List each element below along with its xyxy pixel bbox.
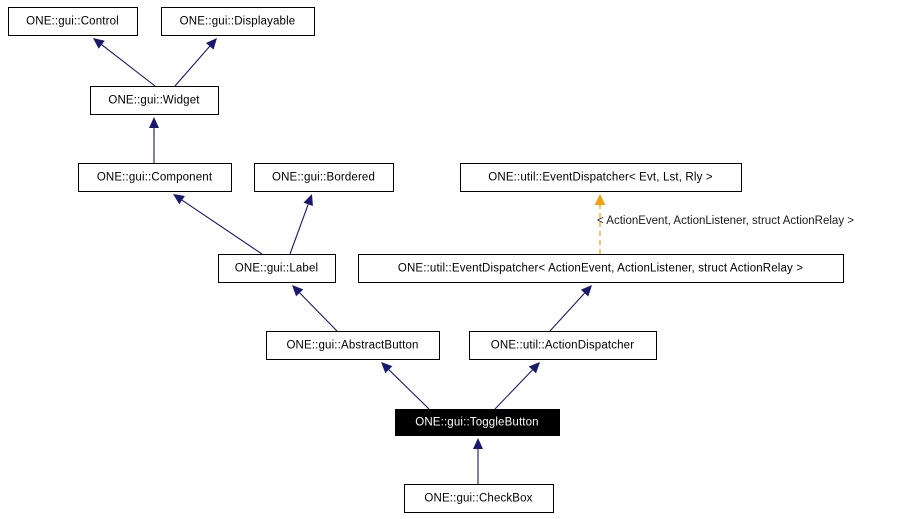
edges-layer (93, 38, 606, 484)
edge-togglebutton-to-abstract (381, 362, 430, 410)
class-node-actiondispatcher[interactable]: ONE::util::ActionDispatcher (469, 331, 657, 360)
class-node-component[interactable]: ONE::gui::Component (78, 163, 232, 192)
edge-abstractbutton-to-label (292, 285, 338, 332)
class-node-box (404, 484, 554, 513)
class-node-abstractbutton[interactable]: ONE::gui::AbstractButton (266, 331, 440, 360)
class-node-box (254, 163, 394, 192)
class-node-label: ONE::util::EventDispatcher< ActionEvent,… (398, 263, 803, 275)
edge-widget-to-displayable (174, 38, 217, 87)
class-node-box (161, 7, 315, 36)
edge-label-to-bordered (289, 194, 313, 255)
class-node-box (395, 409, 560, 436)
class-node-displayable[interactable]: ONE::gui::Displayable (161, 7, 315, 36)
annotations-layer: < ActionEvent, ActionListener, struct Ac… (597, 215, 854, 227)
edge-togglebutton-to-actiondisp (494, 362, 540, 410)
edge-label-to-component (173, 194, 263, 255)
nodes-layer: ONE::gui::Control ONE::gui::DisplayableON… (8, 7, 844, 513)
class-node-label: ONE::gui::CheckBox (424, 493, 532, 505)
class-node-label: ONE::gui::Component (97, 172, 213, 184)
class-node-eventdispatcher-generic[interactable]: ONE::util::EventDispatcher< Evt, Lst, Rl… (460, 163, 742, 192)
class-node-label[interactable]: ONE::gui::Label (218, 254, 336, 283)
edge-actiondispatcher-to-evdisp (549, 285, 592, 332)
class-node-label: ONE::gui::AbstractButton (286, 340, 418, 352)
class-node-label: ONE::gui::Control (26, 16, 119, 28)
class-node-label: ONE::gui::Widget (108, 95, 200, 107)
class-node-box (266, 331, 440, 360)
class-node-widget[interactable]: ONE::gui::Widget (90, 86, 219, 115)
class-node-box (469, 331, 657, 360)
class-node-box (218, 254, 336, 283)
class-node-label: ONE::util::EventDispatcher< Evt, Lst, Rl… (488, 172, 713, 184)
edge-checkbox-to-togglebutton (473, 438, 483, 484)
class-node-box (358, 254, 844, 283)
edge-evdisp-action-instantiates (594, 194, 606, 254)
class-node-box (78, 163, 232, 192)
template-args-annotation: < ActionEvent, ActionListener, struct Ac… (597, 215, 854, 227)
class-node-label: ONE::gui::Displayable (180, 16, 296, 28)
class-node-label: ONE::gui::ToggleButton (415, 417, 538, 429)
class-node-eventdispatcher-action[interactable]: ONE::util::EventDispatcher< ActionEvent,… (358, 254, 844, 283)
class-node-label: ONE::gui::Label (235, 263, 318, 275)
class-node-label: ONE::gui::Bordered (272, 172, 375, 184)
class-node-togglebutton[interactable]: ONE::gui::ToggleButton (395, 409, 560, 436)
class-node-checkbox[interactable]: ONE::gui::CheckBox (404, 484, 554, 513)
class-node-box (90, 86, 219, 115)
class-node-bordered[interactable]: ONE::gui::Bordered (254, 163, 394, 192)
edge-widget-to-control (93, 38, 156, 87)
class-node-box (8, 7, 138, 36)
class-node-label: ONE::util::ActionDispatcher (491, 340, 634, 352)
class-node-box (460, 163, 742, 192)
edge-component-to-widget (149, 117, 159, 163)
class-node-control[interactable]: ONE::gui::Control (8, 7, 138, 36)
